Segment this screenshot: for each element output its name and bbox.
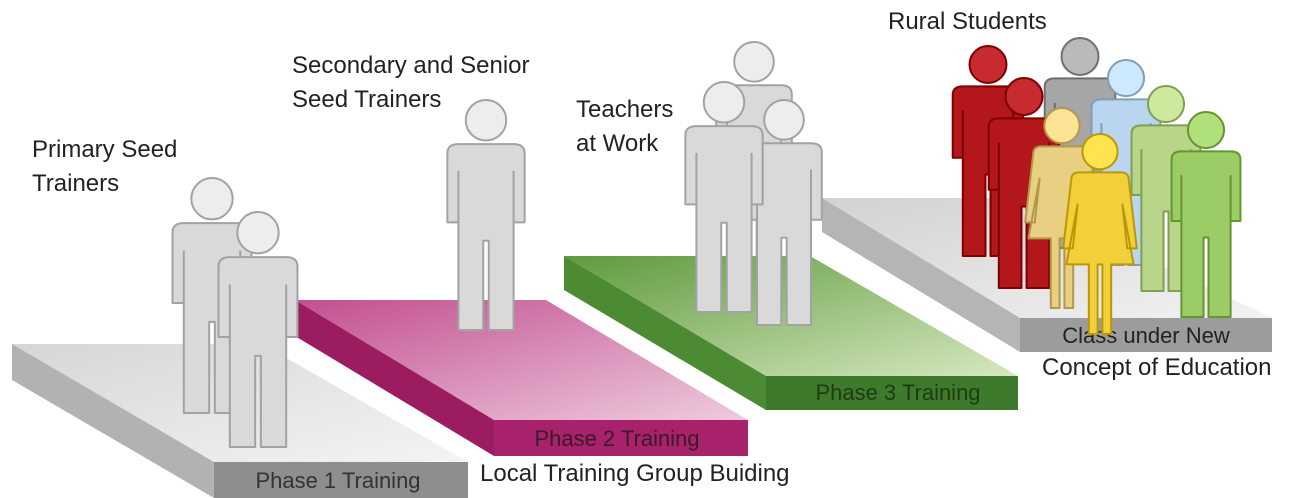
primary-trainers-caption-line1: Primary Seed <box>32 136 178 163</box>
platform-phase-1-front <box>214 462 468 498</box>
platform-phase-2-front <box>494 420 748 456</box>
teacher-front <box>684 81 764 313</box>
student-green <box>1170 110 1242 318</box>
class-label-line1: Class under New <box>1062 323 1230 348</box>
teacher-right <box>745 99 823 326</box>
people-figures <box>171 37 1242 448</box>
secondary-trainer <box>446 99 526 331</box>
teachers-caption-line2: at Work <box>576 130 659 157</box>
teachers-caption-line1: Teachers <box>576 96 674 123</box>
platform-class-front <box>1020 318 1272 352</box>
student-yellow-girl <box>1062 133 1138 335</box>
phase-1-label: Phase 1 Training <box>255 468 420 493</box>
platform-phase-3-front <box>766 376 1018 410</box>
local-training-group-caption: Local Training Group Buiding <box>480 460 790 487</box>
phase-3-label: Phase 3 Training <box>815 380 980 405</box>
primary-trainers-caption-line2: Trainers <box>32 170 120 197</box>
rural-students-caption: Rural Students <box>888 8 1047 35</box>
class-caption-line2: Concept of Education <box>1042 354 1272 381</box>
secondary-trainers-caption-line2: Seed Trainers <box>292 86 442 113</box>
platform-phase-2 <box>295 300 748 456</box>
primary-trainer-front <box>217 211 299 448</box>
secondary-trainers-caption-line1: Secondary and Senior <box>292 52 530 79</box>
phase-2-label: Phase 2 Training <box>534 426 699 451</box>
